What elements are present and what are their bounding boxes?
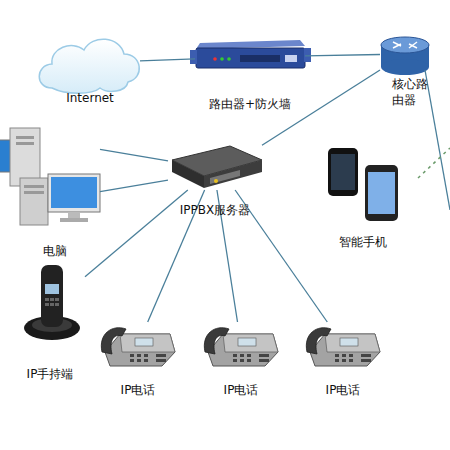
device-label: 路由器+防火墙 <box>209 96 291 112</box>
device-node: IP手持端 <box>25 262 85 342</box>
device-node: IPPBX服务器 <box>168 145 262 190</box>
device-label: IP电话 <box>121 382 156 398</box>
device-node: IP电话 <box>100 322 176 367</box>
device-node: IP电话 <box>305 322 381 367</box>
network-link <box>100 180 168 192</box>
device-node: Internet <box>40 35 140 90</box>
device-node: 智能手机 <box>325 145 400 225</box>
device-label: 电脑 <box>43 243 67 259</box>
device-node: 核心路由器 <box>380 36 430 72</box>
device-label: IP电话 <box>224 382 259 398</box>
device-node: 电脑 <box>0 125 100 225</box>
device-label: 核心路由器 <box>392 76 432 108</box>
network-link <box>100 149 168 161</box>
device-label: 智能手机 <box>339 234 387 250</box>
device-node: 路由器+防火墙 <box>195 44 305 70</box>
device-label: Internet <box>66 90 114 106</box>
device-label: IP电话 <box>326 382 361 398</box>
network-link <box>140 59 195 61</box>
device-node: IP电话 <box>203 322 279 367</box>
device-label: IP手持端 <box>27 366 74 382</box>
network-link <box>305 54 380 55</box>
device-label: IPPBX服务器 <box>180 202 250 218</box>
